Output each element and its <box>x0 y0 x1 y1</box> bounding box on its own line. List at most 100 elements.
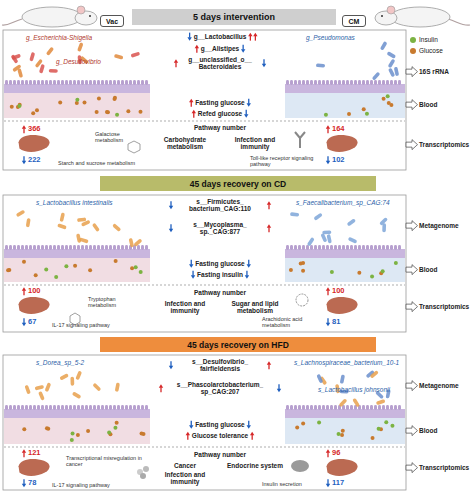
bacterium <box>11 54 21 60</box>
bacterium <box>75 371 82 381</box>
glucose-dot <box>140 431 144 435</box>
villus <box>29 80 32 85</box>
villus <box>89 80 92 85</box>
arrow-head <box>174 59 178 63</box>
villus <box>53 80 56 85</box>
arrow-head <box>169 229 173 233</box>
villus <box>5 80 8 85</box>
villus <box>37 80 40 85</box>
bacterium <box>114 54 124 60</box>
villus <box>378 405 381 410</box>
villus <box>354 80 357 85</box>
arrow-head <box>186 432 190 436</box>
legend-swatch <box>410 48 416 54</box>
bacterium <box>131 52 141 58</box>
villus <box>358 245 361 250</box>
villus <box>145 80 148 85</box>
villus <box>366 80 369 85</box>
villus <box>49 245 52 250</box>
change-arrow <box>169 224 173 232</box>
villus <box>125 245 128 250</box>
villus <box>286 405 289 410</box>
bacterium <box>57 223 67 229</box>
comparison-label: Sugar and lipid metabolism <box>225 300 285 315</box>
villus <box>65 405 68 410</box>
legend-swatch <box>410 37 416 43</box>
villus <box>97 80 100 85</box>
arrow-stem <box>23 452 24 457</box>
change-arrow <box>22 449 26 457</box>
bacterium <box>133 238 142 247</box>
bacterium <box>17 68 23 78</box>
method-arrow <box>406 265 418 275</box>
comparison-label: Fasting glucose <box>195 421 244 428</box>
arrow-head <box>244 114 248 118</box>
arrow-head <box>245 275 249 279</box>
arrow-stem <box>187 435 188 440</box>
bacterium <box>388 59 396 69</box>
change-arrow <box>253 33 257 41</box>
glucose-dot <box>138 110 142 114</box>
glucose-dot <box>357 271 361 275</box>
arrow-stem <box>170 361 171 366</box>
glucose-dot <box>58 101 62 105</box>
villus <box>105 80 108 85</box>
villus <box>69 405 72 410</box>
villus <box>121 245 124 250</box>
villus <box>5 245 8 250</box>
glucose-dot <box>106 110 110 114</box>
villus <box>45 405 48 410</box>
arrow-stem <box>327 452 328 457</box>
villus <box>145 245 148 250</box>
comparison-label: Endocrine system <box>227 462 283 469</box>
glucose-dot <box>31 111 35 115</box>
comparison-label: s__Mycoplasma_ sp._CAG:877 <box>175 221 265 236</box>
stage-band: 45 days recovery on HFD <box>100 337 376 352</box>
bacterium <box>352 398 360 408</box>
node-text: Vac <box>106 18 118 25</box>
villus <box>318 405 321 410</box>
comparison-label: g__Alistipes <box>201 45 239 52</box>
bacterium <box>59 373 69 381</box>
arrow-head <box>189 99 193 103</box>
villus <box>113 245 116 250</box>
villus <box>101 245 104 250</box>
villus <box>390 405 393 410</box>
arrow-stem <box>170 201 171 206</box>
arrow-stem <box>191 260 192 265</box>
change-arrow <box>187 33 191 41</box>
villus <box>81 245 84 250</box>
villus <box>346 245 349 250</box>
bacterium <box>45 382 52 392</box>
change-arrow <box>192 110 196 118</box>
arrow-head <box>192 110 196 114</box>
villus <box>109 245 112 250</box>
arrow-head <box>253 33 257 37</box>
villus <box>306 245 309 250</box>
arrow-stem <box>196 48 197 53</box>
villus <box>125 80 128 85</box>
method-label: Metagenome <box>419 222 459 229</box>
bacterium <box>376 399 386 405</box>
glucose-dot <box>46 427 50 431</box>
pathway-count: 102 <box>332 156 345 164</box>
comparison-label: s__Phascolarctobacterium_ sp_CAG:207 <box>165 381 275 396</box>
villus <box>69 245 72 250</box>
arrow-stem <box>23 128 24 133</box>
villus <box>85 80 88 85</box>
insulin-dot <box>370 275 374 279</box>
villus <box>121 80 124 85</box>
villus <box>29 405 32 410</box>
insulin-dot <box>139 270 143 274</box>
pathway-label: Arachidonic acid metabolism <box>262 316 328 328</box>
glucose-dot <box>22 427 26 431</box>
bacterium <box>307 237 315 246</box>
villus <box>145 405 148 410</box>
bacterium <box>347 218 356 226</box>
method-arrow <box>406 302 418 312</box>
change-arrow <box>277 384 281 392</box>
arrow-head <box>326 323 330 327</box>
method-label: Transcriptomics <box>419 464 469 471</box>
bacterium <box>16 210 26 218</box>
change-arrow <box>326 318 330 326</box>
